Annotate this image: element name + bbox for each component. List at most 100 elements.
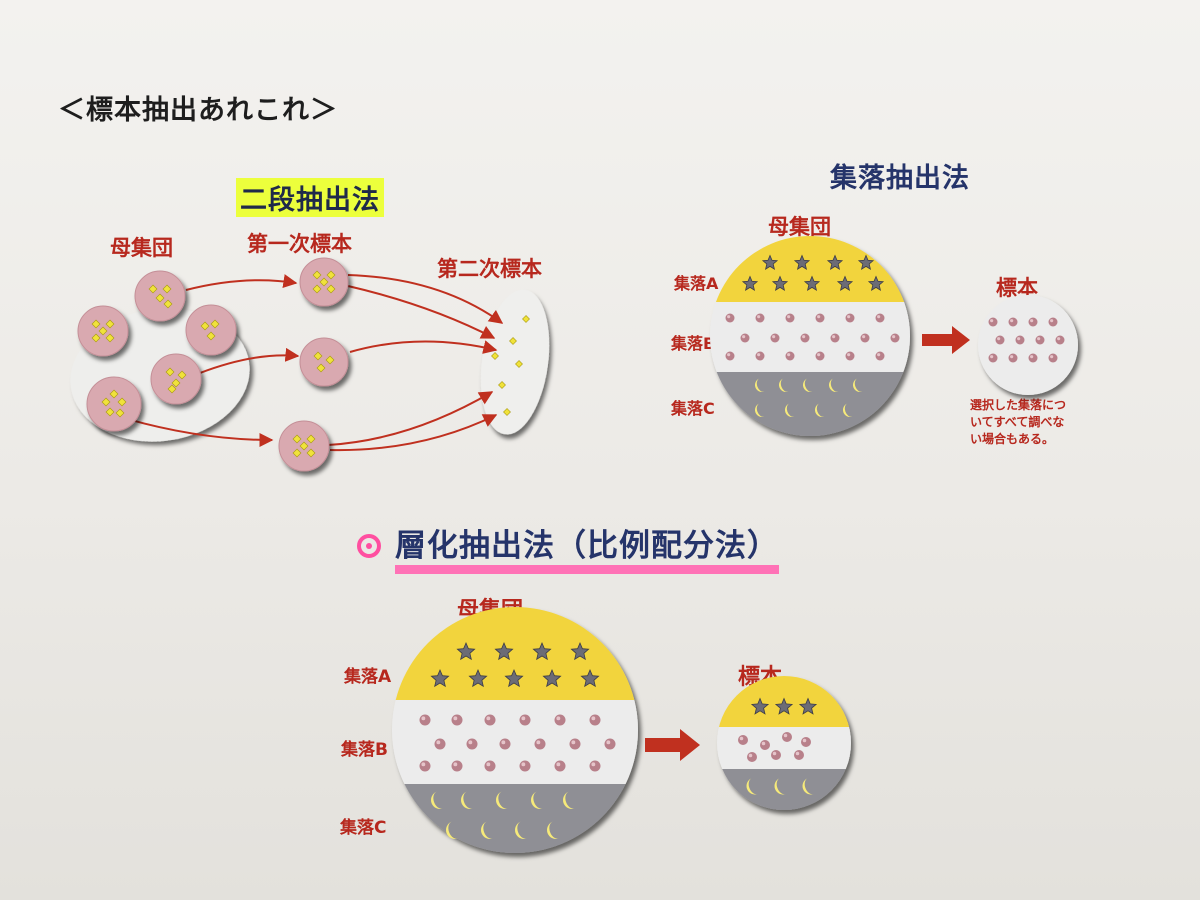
yellow-diamond-icon (299, 441, 309, 451)
arrow-to-second-sample-3 (349, 340, 498, 354)
arrow-to-second-sample-4 (327, 391, 494, 446)
stratified-layer-c-label: 集落C (340, 818, 387, 838)
star-icon (761, 254, 779, 270)
yellow-diamond-icon (171, 378, 181, 388)
pink-dot-icon (738, 735, 748, 745)
dot-highlight (862, 335, 866, 339)
first-sample-label: 第一次標本 (247, 232, 352, 256)
stratified-sample-circle (717, 676, 851, 810)
yellow-diamond-icon (292, 434, 302, 444)
dot-highlight (556, 716, 561, 721)
pink-dot-icon (554, 714, 566, 726)
yellow-diamond-icon (326, 270, 336, 280)
sample-cell (86, 376, 142, 432)
crescent-moon-icon (774, 778, 786, 795)
crescent-moon-icon (746, 778, 758, 795)
yellow-diamond-icon (109, 389, 119, 399)
pink-dot-icon (1028, 317, 1038, 327)
star-icon (430, 668, 450, 688)
sample-cell-diamonds (91, 319, 115, 343)
pink-dot-icon (747, 752, 757, 762)
dot-highlight (892, 335, 896, 339)
star-icon (456, 641, 476, 661)
stratified-layer-b-label: 集落B (341, 740, 388, 760)
pink-dot-icon (995, 335, 1005, 345)
pink-dot-icon (484, 714, 496, 726)
dot-highlight (802, 738, 807, 743)
sample-cell-diamonds (148, 284, 173, 309)
sample-cell-diamonds (101, 389, 127, 418)
pink-dot-icon (845, 313, 855, 323)
star-icon (532, 641, 552, 661)
crescent-moon-icon (755, 378, 765, 392)
pink-dot-icon (755, 313, 765, 323)
yellow-diamond-icon (312, 270, 322, 280)
cluster-title: 集落抽出法 (830, 163, 970, 194)
pink-dot-icon (419, 760, 431, 772)
pink-dot-icon (1048, 353, 1058, 363)
dot-highlight (1017, 337, 1021, 341)
cluster-population-label: 母集団 (768, 215, 831, 239)
dot-highlight (990, 355, 994, 359)
pink-dot-icon (451, 760, 463, 772)
yellow-diamond-icon (206, 331, 216, 341)
sample-cell (185, 304, 237, 356)
dot-highlight (832, 335, 836, 339)
dot-highlight (521, 716, 526, 721)
yellow-diamond-icon (91, 333, 101, 343)
dot-highlight (1037, 337, 1041, 341)
crescent-moon-icon (785, 403, 795, 417)
cluster-sample-marks (988, 317, 1065, 363)
yellow-diamond-icon (498, 381, 506, 389)
crescent-moon-icon (803, 378, 813, 392)
star-icon (771, 275, 789, 291)
crescent-moon-icon (563, 791, 576, 809)
pink-dot-icon (419, 714, 431, 726)
stratified-title: 層化抽出法（比例配分法） (395, 520, 779, 574)
crescent-moon-icon (853, 378, 863, 392)
star-icon (774, 697, 794, 715)
star-icon (741, 275, 759, 291)
pink-dot-icon (988, 317, 998, 327)
pink-dot-icon (771, 750, 781, 760)
dot-highlight (787, 353, 791, 357)
dot-highlight (521, 762, 526, 767)
pink-dot-icon (760, 740, 770, 750)
pink-dot-icon (1008, 317, 1018, 327)
stratified-marks (419, 641, 616, 839)
yellow-diamond-icon (91, 319, 101, 329)
dot-highlight (761, 741, 766, 746)
pink-dot-icon (988, 353, 998, 363)
arrow-to-second-sample-5 (329, 414, 498, 452)
pink-dot-icon (1048, 317, 1058, 327)
stratified-layer-a-label: 集落A (344, 667, 392, 687)
star-icon (803, 275, 821, 291)
dot-highlight (1057, 337, 1061, 341)
pink-dot-icon (845, 351, 855, 361)
cluster-marks (725, 254, 900, 417)
pink-dot-icon (785, 313, 795, 323)
dot-highlight (742, 335, 746, 339)
sample-cell-diamonds (165, 367, 187, 394)
cluster-layer-b-label: 集落B (671, 334, 716, 353)
sample-cell-diamonds (200, 319, 220, 341)
yellow-diamond-icon (509, 337, 517, 345)
pink-dot-icon (451, 714, 463, 726)
dot-highlight (421, 716, 426, 721)
yellow-diamond-icon (163, 299, 173, 309)
two-stage-title: 二段抽出法 (236, 178, 384, 217)
cluster-layer-b (710, 302, 910, 372)
yellow-diamond-icon (312, 284, 322, 294)
cluster-note-line: い場合もある。 (970, 432, 1055, 446)
dot-highlight (453, 762, 458, 767)
pink-dot-icon (519, 714, 531, 726)
pink-dot-icon (1028, 353, 1038, 363)
two-stage-arrows (123, 274, 504, 452)
dot-highlight (536, 740, 541, 745)
star-icon (798, 697, 818, 715)
pink-dot-icon (519, 760, 531, 772)
dot-highlight (486, 762, 491, 767)
cluster-note-line: 選択した集落につ (970, 398, 1067, 412)
pink-dot-icon (755, 351, 765, 361)
star-icon (857, 254, 875, 270)
